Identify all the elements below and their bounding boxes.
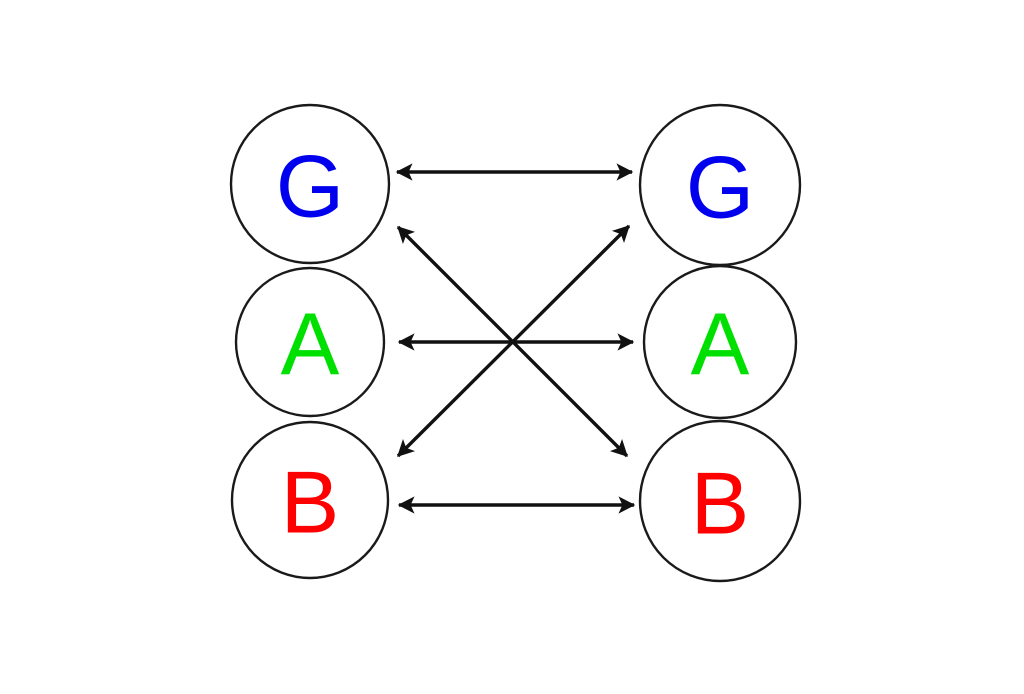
edges-layer bbox=[395, 163, 636, 514]
node-circle-left-a[interactable] bbox=[234, 266, 386, 418]
node-right-b[interactable]: B bbox=[638, 419, 802, 583]
node-label-left-g: G bbox=[276, 137, 344, 236]
edge-left-b-to-right-g bbox=[396, 224, 631, 458]
node-right-a[interactable]: A bbox=[642, 264, 798, 420]
node-circle-right-a[interactable] bbox=[642, 264, 798, 420]
node-left-g[interactable]: G bbox=[229, 103, 391, 265]
node-circle-left-b[interactable] bbox=[230, 420, 390, 580]
node-right-g[interactable]: G bbox=[638, 103, 802, 267]
node-left-a[interactable]: A bbox=[234, 266, 386, 418]
node-label-left-a: A bbox=[281, 295, 340, 394]
right-column: GAB bbox=[638, 103, 802, 583]
node-label-left-b: B bbox=[281, 453, 340, 552]
node-label-right-g: G bbox=[686, 138, 754, 237]
node-circle-left-g[interactable] bbox=[229, 103, 391, 265]
node-label-right-b: B bbox=[691, 454, 750, 553]
node-left-b[interactable]: B bbox=[230, 420, 390, 580]
node-circle-right-b[interactable] bbox=[638, 419, 802, 583]
node-label-right-a: A bbox=[691, 295, 750, 394]
left-column: GAB bbox=[229, 103, 391, 580]
